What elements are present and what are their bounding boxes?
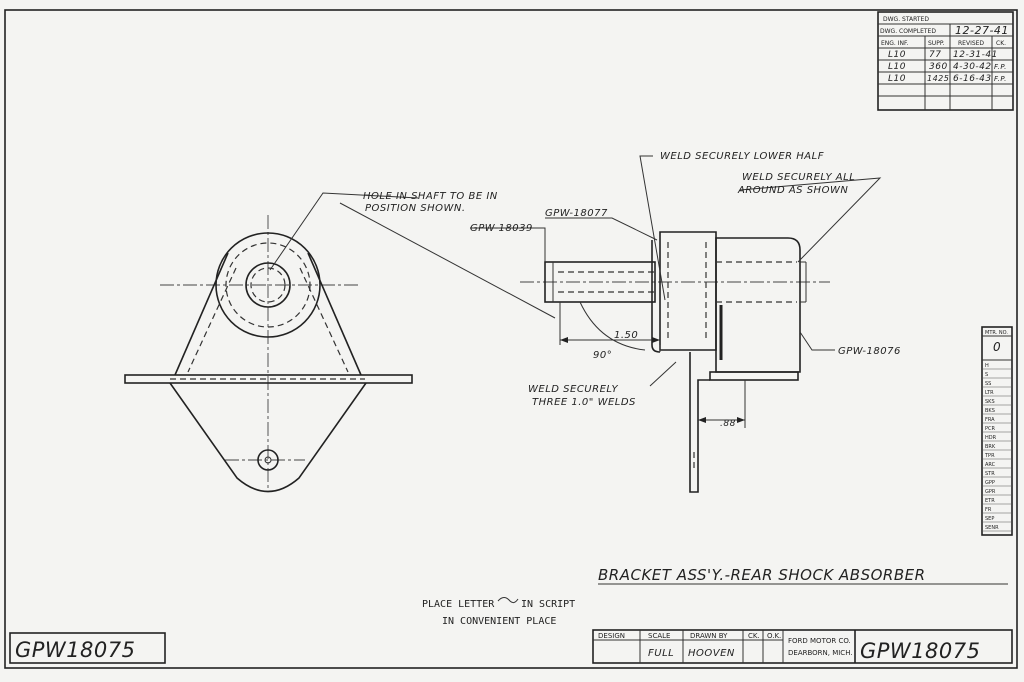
material-row-label: SS — [985, 381, 991, 387]
note-weld-all-line2: AROUND AS SHOWN — [737, 185, 848, 196]
dim-offset: .88 — [720, 419, 736, 429]
rev-completed-value: 12-27-41 — [955, 24, 1009, 37]
sheet-border — [4, 9, 1018, 669]
material-row-label: ARC — [985, 462, 996, 468]
note-hole-line1: HOLE IN SHAFT TO BE IN — [363, 191, 498, 202]
note-weld-all-line1: WELD SECURELY ALL — [742, 172, 855, 183]
title-block: DESIGN SCALE FULL DRAWN BY HOOVEN CK. O.… — [592, 629, 1013, 664]
drawing-number-left: GPW18075 — [15, 638, 136, 662]
rev-header-revised: REVISED — [958, 40, 984, 47]
rev-row1-eng: L10 — [888, 50, 906, 60]
material-row-label: FR — [985, 507, 992, 513]
material-row-label: HDR — [985, 435, 997, 441]
material-row-label: TPR — [984, 453, 995, 459]
material-row-label: H — [985, 363, 989, 369]
drawing-title: BRACKET ASS'Y.-REAR SHOCK ABSORBER — [598, 566, 926, 584]
drawing-notes: HOLE IN SHAFT TO BE IN POSITION SHOWN. W… — [363, 151, 901, 429]
rev-header-supp: SUPP. — [928, 40, 945, 47]
stamp-line1-b: IN SCRIPT — [521, 599, 575, 610]
rev-row2-eng: L10 — [888, 62, 906, 72]
material-strip: MTR. NO. 0 HSSSLTRSKSBKSFRAPCRHDRBRKTPRA… — [981, 326, 1013, 536]
side-view — [520, 231, 830, 493]
script-mark-icon — [497, 597, 519, 604]
rev-started-label: DWG. STARTED — [883, 16, 929, 23]
material-row-label: FRA — [985, 417, 995, 423]
material-row-label: ETR — [985, 498, 995, 504]
stamp-line2: IN CONVENIENT PLACE — [442, 616, 556, 627]
dim-length: 1.50 — [614, 330, 638, 341]
dim-angle: 90° — [593, 350, 612, 361]
material-value: 0 — [993, 340, 1001, 354]
part-ref-18039: GPW-18039 — [470, 223, 533, 234]
company-location: DEARBORN, MICH. — [788, 649, 853, 657]
part-ref-18077: GPW-18077 — [545, 208, 608, 219]
ok-label: O.K. — [767, 632, 781, 640]
material-row-label: SKS — [985, 399, 995, 405]
ck-label: CK. — [748, 632, 760, 640]
material-row-label: PCR — [985, 426, 996, 432]
design-label: DESIGN — [598, 632, 625, 640]
rev-row2-supp: 360 — [929, 62, 948, 72]
front-view — [124, 215, 413, 493]
rev-row3-date: 6-16-43 — [953, 74, 992, 84]
rev-row1-date: 12-31-41 — [953, 50, 998, 60]
rev-completed-label: DWG. COMPLETED — [880, 28, 936, 35]
stamp-line1-a: PLACE LETTER — [422, 599, 495, 610]
material-row-label: S — [985, 372, 988, 378]
company-name: FORD MOTOR CO. — [788, 637, 851, 645]
revision-block: DWG. STARTED DWG. COMPLETED 12-27-41 ENG… — [877, 11, 1014, 111]
rev-row2-ck: F.P. — [994, 63, 1007, 71]
rev-row3-ck: F.P. — [994, 75, 1007, 83]
part-ref-18076: GPW-18076 — [838, 346, 901, 357]
note-hole-line2: POSITION SHOWN. — [365, 203, 466, 214]
material-header: MTR. NO. — [985, 330, 1008, 336]
material-row-label: SEP — [985, 516, 994, 522]
place-letter-stamp: PLACE LETTER IN SCRIPT IN CONVENIENT PLA… — [422, 597, 575, 627]
note-weld-three-line2: THREE 1.0" WELDS — [532, 397, 636, 408]
rev-header-ck: CK. — [996, 40, 1006, 47]
material-row-label: LTR — [985, 390, 994, 396]
rev-row3-supp: 1425 — [927, 74, 949, 83]
drawing-number-right: GPW18075 — [860, 639, 981, 663]
rev-row3-eng: L10 — [888, 74, 906, 84]
leader-lines — [269, 155, 882, 387]
material-row-label: BKS — [985, 408, 995, 414]
rev-row1-supp: 77 — [929, 50, 941, 60]
number-box-left — [9, 632, 166, 664]
material-row-label: BRK — [985, 444, 996, 450]
material-row-label: GPR — [985, 489, 996, 495]
note-weld-lower-half: WELD SECURELY LOWER HALF — [660, 151, 824, 162]
rev-header-eng: ENG. INF. — [881, 40, 908, 47]
scale-label: SCALE — [648, 632, 670, 640]
drawn-by-value: HOOVEN — [688, 648, 735, 659]
material-row-label: STR — [985, 471, 995, 477]
scale-value: FULL — [648, 648, 674, 659]
material-row-label: SENR — [985, 525, 999, 531]
rev-row2-date: 4-30-42 — [953, 62, 992, 72]
material-row-label: GPP — [985, 480, 995, 486]
drawn-by-label: DRAWN BY — [690, 632, 728, 640]
note-weld-three-line1: WELD SECURELY — [528, 384, 619, 395]
